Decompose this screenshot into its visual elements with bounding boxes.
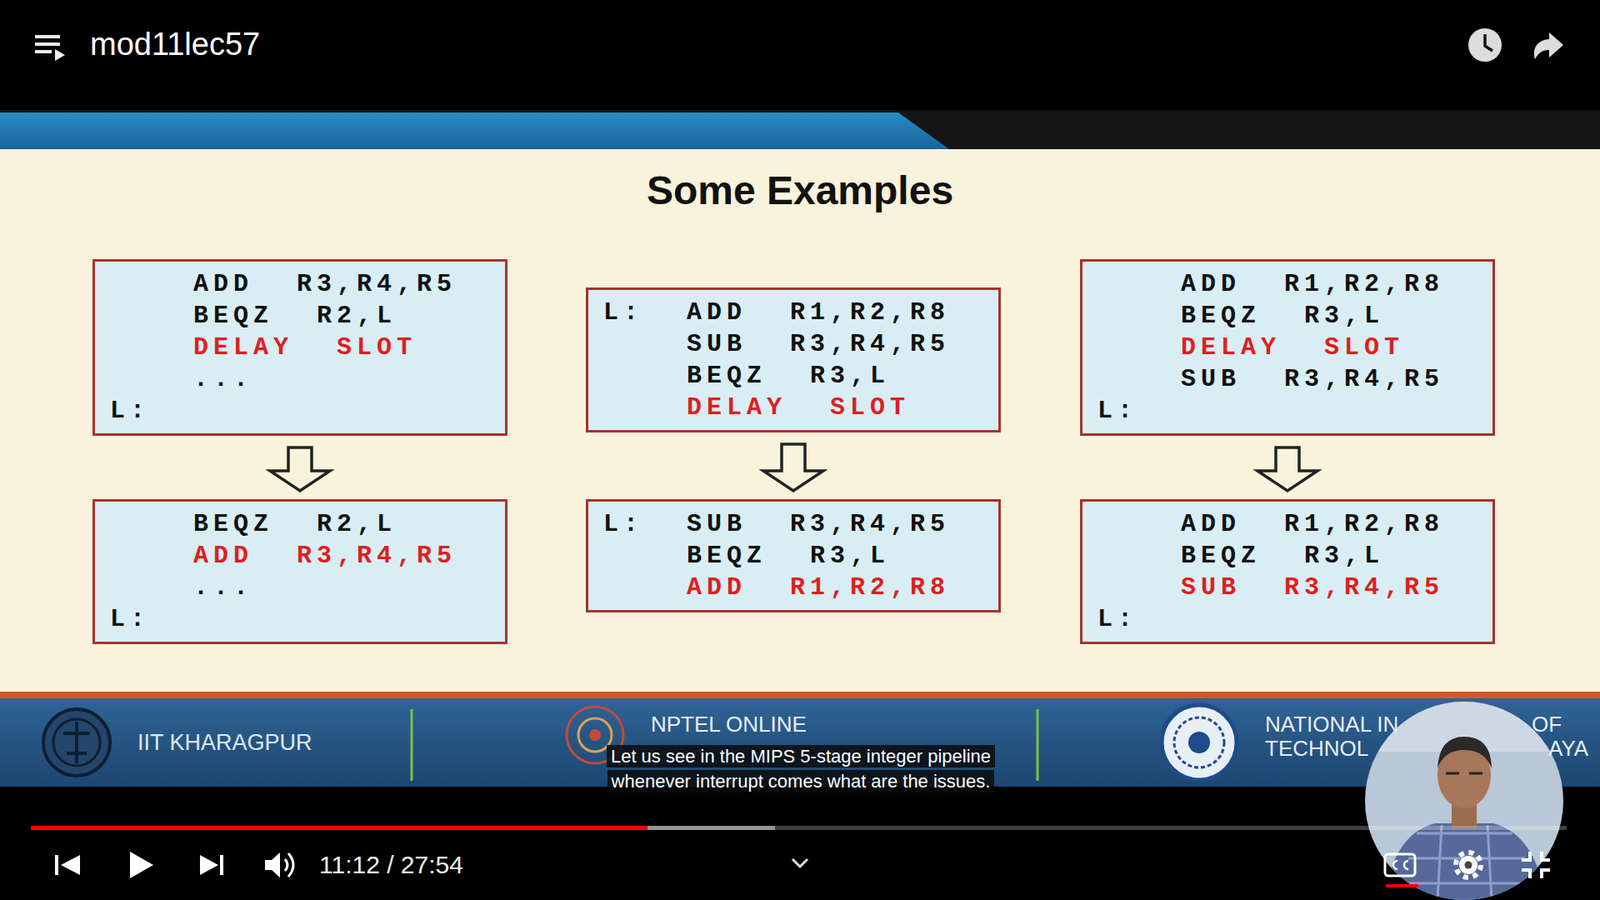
code-box: BEQZ R2,LADD R3,R4,R5... L: [92, 499, 508, 645]
subtitle-text: Let us see in the MIPS 5-stage integer p… [606, 745, 995, 793]
instruction-text: ADD R1,R2,R8 [686, 571, 950, 604]
label-text: L: [110, 603, 150, 635]
institute-name: NATIONAL IN [1265, 711, 1399, 738]
footer-divider [410, 709, 414, 781]
course-name: NPTEL ONLINE [650, 711, 807, 738]
label-text: L: [603, 508, 644, 540]
institute-name: AYA [1548, 735, 1589, 762]
instruction-text: SUB R3,R4,R5 [1180, 571, 1445, 604]
code-box: ADD R1,R2,R8BEQZ R3,LDELAY SLOTSUB R3,R4… [1080, 259, 1495, 436]
slide-title: Some Examples [0, 165, 1600, 216]
instruction-text: BEQZ R2,L [193, 508, 397, 540]
instruction-text: BEQZ R2,L [193, 300, 397, 332]
progress-bar [30, 825, 1567, 830]
label-text: L: [110, 395, 150, 427]
iit-logo [43, 709, 110, 776]
topbar-icons [35, 28, 1564, 62]
instruction-text: ADD R1,R2,R8 [686, 296, 950, 329]
institute-name: TECHNOL [1265, 735, 1369, 762]
instruction-text: ADD R1,R2,R8 [1180, 508, 1445, 540]
instruction-text: DELAY SLOT [1180, 331, 1405, 364]
time-display: 11:12 / 27:54 [319, 850, 464, 880]
footer-divider [1036, 709, 1040, 781]
slide-ground [0, 149, 1600, 694]
subtitle-box: Let us see in the MIPS 5-stage integer p… [575, 744, 1026, 795]
slide-top-band [0, 110, 1600, 150]
transform-arrow [270, 447, 330, 491]
instruction-text: ... [193, 571, 254, 604]
instruction-text: DELAY SLOT [686, 391, 910, 424]
instruction-text: SUB R3,R4,R5 [686, 328, 950, 360]
instruction-text: BEQZ R3,L [686, 360, 890, 392]
instruction-text: SUB R3,R4,R5 [1180, 363, 1445, 395]
code-box: L: ADD R1,R2,R8SUB R3,R4,R5BEQZ R3,LDELAY… [585, 287, 1001, 433]
slide-blue-band [0, 112, 950, 150]
instruction-text: BEQZ R3,L [686, 540, 890, 572]
instruction-text: SUB R3,R4,R5 [686, 508, 950, 540]
player-controls [55, 851, 1550, 888]
instruction-text: BEQZ R3,L [1180, 300, 1385, 332]
institute-name: IIT KHARAGPUR [137, 729, 313, 756]
footer-rule [0, 691, 1600, 699]
label-text: L: [1097, 395, 1138, 427]
instruction-text: ... [193, 363, 254, 395]
video-title: mod11lec57 [90, 25, 260, 64]
institute-name: OF [1531, 711, 1562, 738]
instruction-text: ADD R1,R2,R8 [1180, 268, 1445, 300]
transform-arrow [763, 444, 824, 491]
transform-arrow [1257, 447, 1318, 491]
code-box: ADD R3,R4,R5BEQZ R2,LDELAY SLOT... L: [92, 259, 508, 436]
nit-logo [1161, 705, 1237, 780]
instruction-text: ADD R3,R4,R5 [193, 540, 457, 572]
label-text: L: [603, 296, 644, 329]
label-text: L: [1097, 603, 1138, 635]
code-box: L: SUB R3,R4,R5BEQZ R3,LADD R1,R2,R8 [585, 499, 1001, 613]
instruction-text: BEQZ R3,L [1180, 540, 1385, 572]
instruction-text: ADD R3,R4,R5 [193, 268, 457, 300]
instruction-text: DELAY SLOT [193, 331, 417, 364]
code-box: ADD R1,R2,R8BEQZ R3,LSUB R3,R4,R5L: [1080, 499, 1495, 645]
